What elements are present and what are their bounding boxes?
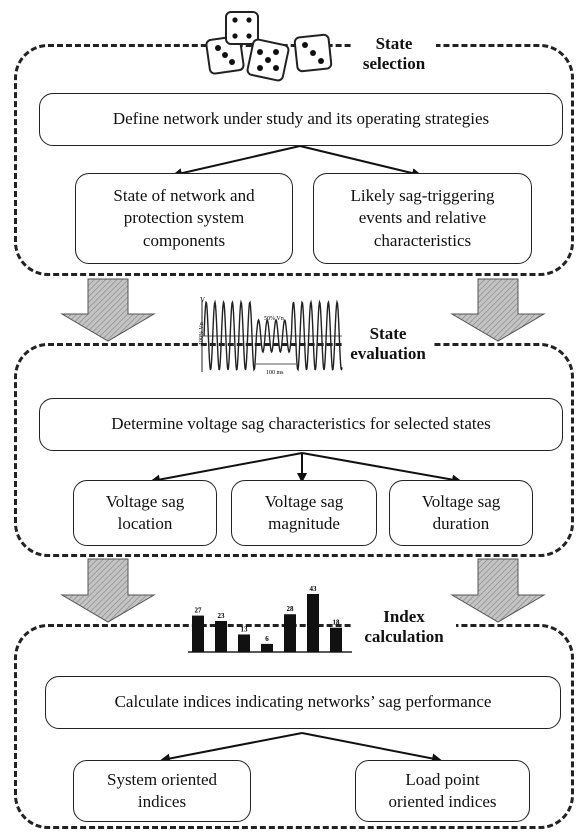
- sag-events-line3: characteristics: [373, 230, 472, 250]
- flow-arrow-right-2: [450, 558, 546, 623]
- calculate-indices-text: Calculate indices indicating networks’ s…: [114, 692, 492, 712]
- system-indices-box: System oriented indices: [73, 760, 251, 822]
- bar-chart-bar: [215, 620, 227, 652]
- waveform-vertical-label: 100% Vn: [199, 322, 205, 345]
- sag-magnitude-line2: magnitude: [268, 514, 340, 533]
- bar-chart-bar: [238, 634, 250, 652]
- sag-magnitude-box: Voltage sag magnitude: [231, 480, 377, 546]
- sag-duration-line2: duration: [432, 514, 490, 533]
- determine-sag-text: Determine voltage sag characteristics fo…: [111, 414, 491, 434]
- bar-chart-value-label: 28: [287, 605, 295, 613]
- waveform-dip-label: 50% Vn: [264, 316, 284, 322]
- sag-events-line2: events and relative: [358, 208, 487, 228]
- system-indices-text: System oriented indices: [107, 769, 217, 813]
- bar-chart-bar: [284, 614, 296, 652]
- bar-chart-bar: [307, 594, 319, 652]
- bar-chart-value-label: 6: [265, 635, 269, 643]
- sag-location-line1: Voltage sag: [105, 491, 185, 511]
- bar-chart-value-label: 43: [310, 585, 318, 593]
- network-state-box: State of network and protection system c…: [75, 173, 293, 264]
- state-evaluation-label-line1: State: [369, 324, 407, 343]
- state-selection-label-line2: selection: [362, 54, 426, 74]
- bar-chart-bar: [261, 643, 273, 652]
- state-selection-section: [14, 44, 574, 276]
- bar-chart-bar: [192, 615, 204, 652]
- sag-duration-box: Voltage sag duration: [389, 480, 533, 546]
- state-evaluation-section: [14, 343, 574, 557]
- system-indices-line1: System oriented: [106, 769, 217, 789]
- load-point-indices-text: Load point oriented indices: [388, 769, 496, 813]
- state-selection-label: State selection: [352, 34, 436, 75]
- flow-arrow-left-1: [60, 278, 156, 342]
- sag-events-box: Likely sag-triggering events and relativ…: [313, 173, 532, 264]
- sag-location-line2: location: [117, 514, 173, 533]
- voltage-sag-waveform-icon: V 100% Vn 50% Vn 100 ms: [199, 296, 343, 376]
- define-network-text: Define network under study and its opera…: [112, 109, 490, 129]
- network-state-text: State of network and protection system c…: [113, 185, 254, 251]
- sag-magnitude-text: Voltage sag magnitude: [265, 491, 344, 535]
- state-evaluation-label: State evaluation: [342, 324, 434, 365]
- bar-chart-icon: 27 23 13 6 28 43 18: [188, 585, 352, 653]
- state-evaluation-label-line2: evaluation: [350, 344, 426, 364]
- system-indices-line2: indices: [137, 792, 187, 811]
- network-state-line2: protection system: [123, 208, 245, 228]
- bar-chart-bar: [330, 627, 342, 652]
- index-calculation-label-line2: calculation: [364, 627, 444, 647]
- determine-sag-box: Determine voltage sag characteristics fo…: [39, 398, 563, 451]
- index-calculation-label: Index calculation: [352, 607, 456, 648]
- sag-events-text: Likely sag-triggering events and relativ…: [351, 185, 495, 251]
- sag-magnitude-line1: Voltage sag: [264, 491, 344, 511]
- load-point-indices-box: Load point oriented indices: [355, 760, 530, 822]
- flow-arrow-right-1: [450, 278, 546, 342]
- calculate-indices-box: Calculate indices indicating networks’ s…: [45, 676, 561, 729]
- sag-duration-line1: Voltage sag: [421, 491, 501, 511]
- network-state-line3: components: [142, 230, 226, 250]
- load-point-indices-line1: Load point: [405, 769, 480, 789]
- network-state-line1: State of network and: [113, 186, 255, 206]
- bar-chart-value-label: 23: [218, 612, 226, 620]
- load-point-indices-line2: oriented indices: [388, 792, 497, 811]
- bar-chart-value-label: 27: [195, 607, 203, 615]
- waveform-axis-label: V: [200, 296, 205, 304]
- state-selection-label-line1: State: [375, 34, 413, 53]
- index-calculation-label-line1: Index: [383, 607, 425, 626]
- flow-arrow-left-2: [60, 558, 156, 623]
- sag-events-line1: Likely sag-triggering: [350, 186, 495, 206]
- waveform-duration-label: 100 ms: [266, 370, 284, 376]
- bar-chart-value-label: 18: [333, 619, 341, 627]
- sag-duration-text: Voltage sag duration: [422, 491, 501, 535]
- sag-location-text: Voltage sag location: [106, 491, 185, 535]
- dice-icon: [205, 11, 333, 82]
- sag-location-box: Voltage sag location: [73, 480, 217, 546]
- define-network-box: Define network under study and its opera…: [39, 93, 563, 146]
- bar-chart-value-label: 13: [241, 625, 249, 633]
